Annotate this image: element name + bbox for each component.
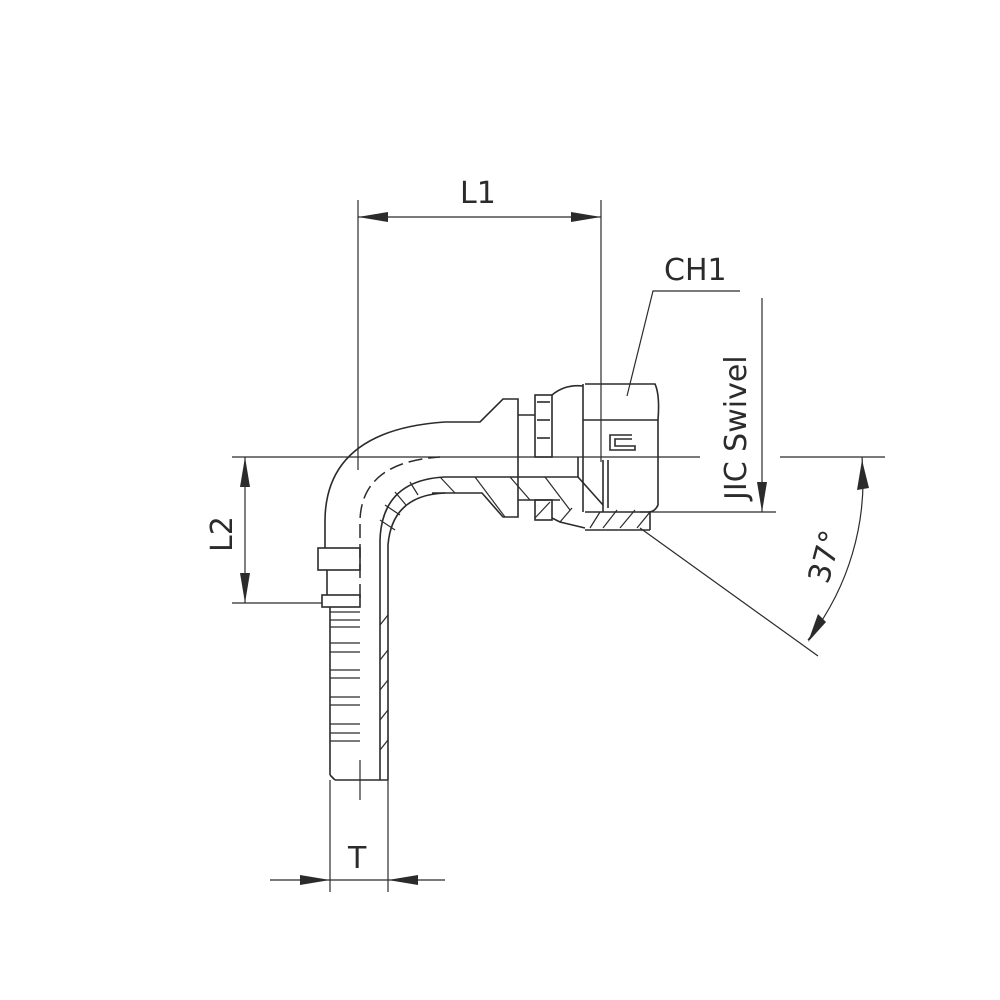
label-ch1: CH1 [664, 253, 727, 288]
label-l1: L1 [460, 176, 496, 211]
dimension-angle-37: 37° [639, 456, 869, 657]
dimension-l2: L2 [205, 457, 322, 604]
label-t: T [347, 841, 367, 876]
fitting-body [317, 383, 660, 800]
label-angle: 37° [802, 527, 850, 587]
dimension-l1: L1 [357, 176, 602, 470]
dimension-t: T [270, 780, 445, 892]
callout-ch1: CH1 [626, 253, 740, 397]
dimension-jic-swivel: JIC Swivel [640, 298, 776, 513]
hose-tail [329, 600, 389, 800]
label-jic-swivel: JIC Swivel [719, 355, 754, 502]
label-l2: L2 [205, 516, 240, 552]
